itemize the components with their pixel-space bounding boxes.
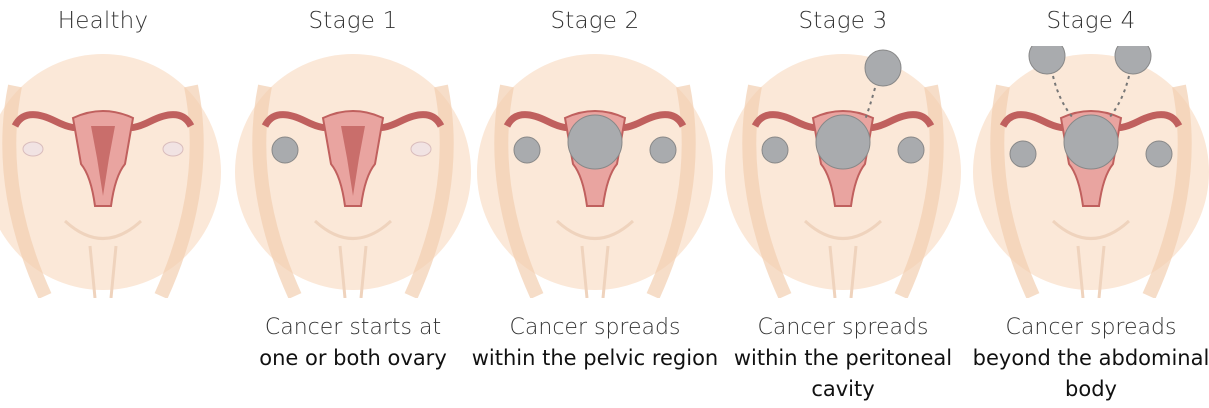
tumor-uterus-icon [1064, 115, 1118, 169]
pelvis-illustration-stage3 [725, 46, 961, 298]
tumor-ovary-icon [898, 137, 924, 163]
tumor-ovary-icon [272, 137, 298, 163]
panel-stage1: Stage 1 Cancer starts at one or both ova… [235, 0, 471, 408]
panel-caption: Cancer starts at one or both ovary [223, 312, 483, 374]
ovary-icon [163, 142, 183, 156]
panel-title: Stage 2 [477, 8, 713, 34]
pelvis-illustration-stage4 [973, 46, 1209, 298]
panel-stage4: Stage 4 Cancer spreads beyond the abdomi… [973, 0, 1209, 408]
panel-healthy: Healthy [0, 0, 221, 408]
pelvis-illustration-stage1 [235, 46, 471, 298]
tumor-ovary-icon [650, 137, 676, 163]
ovary-icon [411, 142, 431, 156]
tumor-uterus-icon [568, 115, 622, 169]
panel-title: Stage 3 [725, 8, 961, 34]
panel-title: Stage 4 [973, 8, 1209, 34]
pelvis-illustration-healthy [0, 46, 221, 298]
panel-caption: Cancer spreads within the pelvic region [465, 312, 725, 374]
ovary-icon [23, 142, 43, 156]
panel-caption: Cancer spreads within the peritoneal cav… [713, 312, 973, 405]
panel-caption: Cancer spreads beyond the abdominal body [961, 312, 1209, 405]
tumor-uterus-icon [816, 115, 870, 169]
tumor-ovary-icon [514, 137, 540, 163]
tumor-ovary-icon [1146, 141, 1172, 167]
panel-stage2: Stage 2 Cancer spreads within the pelvic… [477, 0, 713, 408]
tumor-ovary-icon [762, 137, 788, 163]
pelvis-illustration-stage2 [477, 46, 713, 298]
tumor-ovary-icon [1010, 141, 1036, 167]
panel-title: Stage 1 [235, 8, 471, 34]
tumor-metastasis-icon [865, 50, 901, 86]
panel-title: Healthy [0, 8, 221, 34]
panel-stage3: Stage 3 Cancer spreads within the perito… [725, 0, 961, 408]
